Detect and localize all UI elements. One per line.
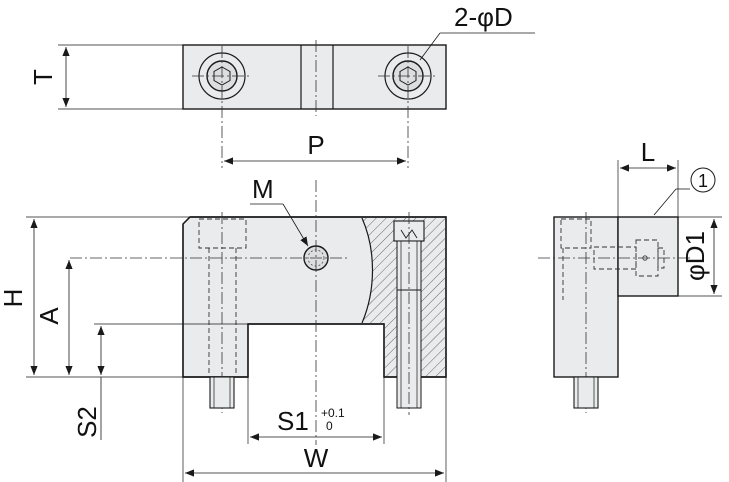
dimension-d1: φD1: [678, 216, 722, 297]
dimension-label-s2: S2: [72, 406, 102, 438]
dimension-t: T: [28, 44, 183, 110]
dimension-label-a: A: [34, 307, 64, 325]
item-balloon: 1: [653, 167, 716, 216]
dimension-s1-tolerance-upper: +0.1: [321, 406, 345, 420]
dimension-label-l: L: [641, 137, 655, 167]
dimension-label-w: W: [304, 443, 329, 473]
side-screw-stub: [573, 376, 599, 409]
dimension-hole-diameter: 2-φD: [419, 2, 535, 61]
side-view-cap: [617, 216, 679, 297]
dimension-s1-tolerance-lower: 0: [326, 419, 333, 433]
left-screw-stub: [209, 376, 235, 409]
dimension-s1: S1 +0.1 0: [247, 377, 385, 444]
front-view: [70, 180, 447, 445]
dimension-label-t: T: [28, 69, 58, 85]
item-number: 1: [698, 171, 708, 191]
side-view: [538, 212, 690, 413]
top-view: [182, 40, 447, 168]
dimension-p: P: [224, 130, 406, 165]
dimension-label-holes: 2-φD: [454, 2, 513, 32]
dimension-label-h: H: [0, 289, 28, 308]
dimension-label-p: P: [307, 130, 324, 160]
dimension-s2: S2: [72, 323, 248, 440]
dimension-l: L: [617, 137, 679, 217]
dimension-w: W: [182, 377, 447, 482]
dimension-a: A: [34, 260, 73, 375]
dimension-m: M: [250, 174, 309, 247]
section-screw: [393, 212, 425, 415]
dimension-h: H: [0, 216, 190, 378]
dimension-label-d1: φD1: [680, 231, 710, 281]
dimension-label-s1: S1: [277, 406, 309, 436]
dimension-label-m: M: [252, 174, 274, 204]
